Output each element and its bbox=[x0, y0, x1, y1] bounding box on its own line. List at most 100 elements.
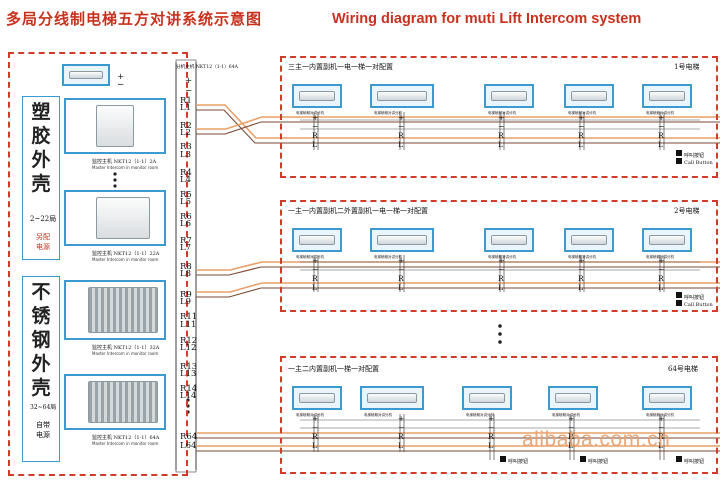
panel-3-name: 64号电梯 bbox=[668, 365, 698, 373]
terminal-l11: L11 bbox=[180, 320, 197, 330]
terminal-r2: R2 bbox=[180, 121, 192, 131]
panel-elevator-2 bbox=[280, 200, 718, 312]
wire-label-r: R bbox=[498, 274, 504, 283]
plastic-power-2: 电源 bbox=[36, 243, 50, 251]
car-intercom-device bbox=[370, 84, 434, 108]
wire-label-r: R bbox=[312, 131, 318, 140]
wire-label-minus: − bbox=[578, 122, 585, 131]
device-caption: 电梯轿厢对讲分机 bbox=[374, 255, 402, 259]
wire-label-l: L bbox=[658, 140, 663, 149]
wire-label-l: L bbox=[488, 441, 493, 450]
plastic-char-3: 外 bbox=[31, 149, 51, 171]
top-host-label: 分机主机 NKT12（1-1）64A bbox=[176, 65, 238, 70]
steel-range: 32~64局 bbox=[30, 404, 57, 411]
panel-1-name: 1号电梯 bbox=[674, 63, 700, 71]
panel-2-name: 2号电梯 bbox=[674, 207, 700, 215]
wire-label-minus: − bbox=[398, 122, 405, 131]
steel-side-box bbox=[22, 276, 60, 462]
plastic-side-box bbox=[22, 96, 60, 260]
wire-label-l: L bbox=[312, 441, 317, 450]
car-intercom-device bbox=[564, 84, 614, 108]
strip-minus: − bbox=[185, 86, 193, 96]
wire-label-minus: − bbox=[488, 423, 495, 432]
title-english: Wiring diagram for muti Lift Intercom sy… bbox=[332, 11, 642, 27]
small-host-minus: − bbox=[117, 80, 125, 90]
steel-char-1: 不 bbox=[31, 281, 51, 303]
wire-label-r: R bbox=[578, 274, 584, 283]
wire-label-l: L bbox=[312, 283, 317, 292]
wire-label-l: L bbox=[658, 441, 663, 450]
wire-label-plus: + bbox=[568, 414, 575, 423]
wire-label-minus: − bbox=[398, 265, 405, 274]
wire-label-minus: − bbox=[578, 265, 585, 274]
call-button-2: 呼叫按钮 bbox=[684, 295, 705, 301]
wire-label-r: R bbox=[658, 131, 664, 140]
device-caption: 电梯轿厢对讲分机 bbox=[296, 111, 324, 115]
terminal-r12: R12 bbox=[180, 336, 198, 346]
wire-label-r: R bbox=[498, 131, 504, 140]
host-plastic-1-en: Master Intercom in monitor room bbox=[92, 165, 159, 170]
device-caption: 电梯轿厢对讲分机 bbox=[364, 413, 392, 417]
device-caption: 电梯轿厢对讲分机 bbox=[488, 255, 516, 259]
device-caption: 电梯轿厢对讲分机 bbox=[466, 413, 494, 417]
terminal-l13: L13 bbox=[180, 369, 197, 379]
panel-elevator-64 bbox=[280, 356, 718, 474]
terminal-r11: R11 bbox=[180, 312, 198, 322]
wire-label-plus: + bbox=[398, 113, 405, 122]
wire-label-plus: + bbox=[312, 414, 319, 423]
wire-label-l: L bbox=[398, 441, 403, 450]
panel-2-header: 一主一内置副机二外置副机一电一梯一对配置 bbox=[288, 207, 428, 215]
car-intercom-device bbox=[548, 386, 598, 410]
host-plastic-2 bbox=[64, 190, 166, 246]
host-steel-1-en: Master Intercom in monitor room bbox=[92, 351, 159, 356]
terminal-l9: L9 bbox=[180, 297, 192, 307]
small-host-plus: + bbox=[117, 72, 125, 82]
panel-elevator-1 bbox=[280, 56, 718, 178]
device-caption: 电梯轿厢对讲分机 bbox=[374, 111, 402, 115]
host-plastic-1 bbox=[64, 98, 166, 154]
wire-label-l: L bbox=[578, 140, 583, 149]
wire-label-minus: − bbox=[398, 423, 405, 432]
wire-label-minus: − bbox=[312, 122, 319, 131]
wire-label-r: R bbox=[578, 131, 584, 140]
wire-label-plus: + bbox=[312, 256, 319, 265]
wire-label-plus: + bbox=[578, 113, 585, 122]
terminal-r7: R7 bbox=[180, 236, 192, 246]
car-intercom-device bbox=[462, 386, 512, 410]
watermark: alibaba.com.cn bbox=[522, 428, 671, 451]
car-intercom-device bbox=[484, 228, 534, 252]
terminal-l64: L64 bbox=[180, 441, 197, 451]
terminal-r5: R5 bbox=[180, 190, 192, 200]
terminal-l14: L14 bbox=[180, 391, 197, 401]
call-button-3a: 呼叫按钮 bbox=[508, 459, 529, 465]
car-intercom-device bbox=[642, 84, 692, 108]
wire-label-plus: + bbox=[658, 414, 665, 423]
device-caption: 电梯轿厢对讲分机 bbox=[646, 255, 674, 259]
wire-label-l: L bbox=[498, 283, 503, 292]
host-steel-1-cn: 监控主机 NKT12（1-1）32A bbox=[92, 345, 160, 351]
wire-label-l: L bbox=[658, 283, 663, 292]
car-intercom-device bbox=[292, 386, 342, 410]
strip-plus: + bbox=[185, 76, 193, 86]
device-caption: 电梯轿厢对讲分机 bbox=[296, 413, 324, 417]
terminal-l8: L8 bbox=[180, 269, 192, 279]
wire-label-l: L bbox=[578, 283, 583, 292]
wire-label-plus: + bbox=[658, 256, 665, 265]
plastic-power-1: 另配 bbox=[36, 233, 50, 241]
terminal-r13: R13 bbox=[180, 362, 198, 372]
wire-label-plus: + bbox=[498, 256, 505, 265]
wire-label-r: R bbox=[398, 274, 404, 283]
host-plastic-2-cn: 监控主机 NKT12（1-1）22A bbox=[92, 251, 160, 257]
call-button-2-en: Call Button bbox=[684, 302, 713, 308]
car-intercom-device bbox=[642, 228, 692, 252]
wire-label-plus: + bbox=[398, 256, 405, 265]
wire-label-r: R bbox=[568, 432, 574, 441]
wire-label-minus: − bbox=[498, 122, 505, 131]
wire-label-plus: + bbox=[658, 113, 665, 122]
terminal-l5: L5 bbox=[180, 197, 192, 207]
wire-label-r: R bbox=[658, 274, 664, 283]
device-caption: 电梯轿厢对讲分机 bbox=[488, 111, 516, 115]
terminal-r1: R1 bbox=[180, 96, 192, 106]
terminal-r14: R14 bbox=[180, 384, 198, 394]
